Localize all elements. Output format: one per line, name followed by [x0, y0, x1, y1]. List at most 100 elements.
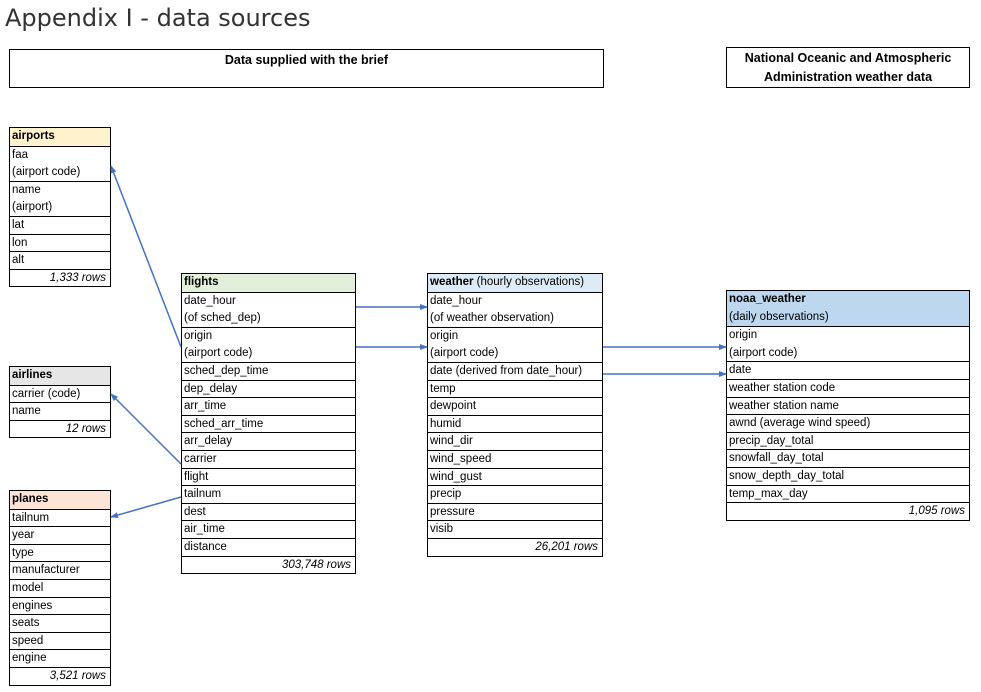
field-text: origin	[184, 329, 213, 342]
planes-name: planes	[12, 493, 49, 505]
flights-field: tailnum	[182, 485, 355, 503]
airports-table: airports faa(airport code)name(airport) la…	[9, 127, 111, 288]
planes-field: engines	[10, 596, 110, 615]
field-text: dest	[184, 505, 206, 518]
noaa_weather-field: snow_depth_day_total	[727, 466, 969, 485]
field-text: seats	[12, 617, 40, 630]
weather-subtitle: (hourly observations)	[473, 276, 585, 288]
planes-field: engine	[10, 649, 110, 667]
field-text: wind_dir	[430, 435, 473, 448]
field-text: distance	[184, 540, 227, 553]
noaa_weather-field: weather station code	[727, 378, 969, 397]
field-text: weather station name	[729, 399, 839, 412]
flights-field: carrier	[182, 449, 355, 468]
link-flights-carrier-to-airlines	[110, 393, 182, 465]
noaa_weather-field: awnd (average wind speed)	[727, 414, 969, 432]
weather-row-count: 26,201 rows	[428, 537, 602, 556]
flights-field: air_time	[182, 520, 355, 538]
airports-field: lat	[10, 215, 110, 234]
weather-field: visib	[428, 520, 602, 538]
weather-field: date (derived from date_hour)	[428, 361, 602, 380]
field-text: (of weather observation)	[430, 312, 555, 325]
field-text: engine	[12, 652, 47, 665]
field-text: date_hour	[184, 294, 236, 307]
field-text: flight	[184, 470, 209, 483]
noaa-header: National Oceanic and Atmospheric Adminis…	[726, 47, 970, 88]
field-text: (airport code)	[12, 166, 81, 179]
flights-table: flights date_hour(of sched_dep)origin (air…	[181, 273, 356, 575]
flights-field: dest	[182, 502, 355, 521]
planes-field: speed	[10, 631, 110, 650]
noaa_weather-header: noaa_weather (daily observations)	[727, 291, 969, 327]
noaa_weather-field: weather station name	[727, 396, 969, 415]
weather-field: precip	[428, 485, 602, 503]
planes-field: type	[10, 543, 110, 562]
weather-field: wind_dir	[428, 432, 602, 450]
field-text: tailnum	[12, 511, 50, 524]
flights-field: origin (airport code)	[182, 326, 355, 362]
airports-field: name(airport)	[10, 180, 110, 216]
field-text: snow_depth_day_total	[729, 469, 845, 482]
flights-field: arr_delay	[182, 432, 355, 450]
field-text: air_time	[184, 523, 225, 536]
noaa_weather-field: precip_day_total	[727, 431, 969, 450]
noaa-header-label: National Oceanic and Atmospheric Adminis…	[744, 51, 952, 84]
weather-name: weather	[430, 276, 474, 288]
airports-field: lon	[10, 233, 110, 252]
flights-field: sched_arr_time	[182, 414, 355, 433]
field-text: date	[729, 364, 752, 377]
noaa_weather-name: noaa_weather	[729, 293, 806, 305]
field-text: dewpoint	[430, 400, 477, 413]
field-text: snowfall_day_total	[729, 452, 824, 465]
field-text: arr_time	[184, 400, 227, 413]
field-text: (airport code)	[430, 347, 499, 360]
field-text: lat	[12, 218, 25, 231]
airlines-field: name	[10, 402, 110, 420]
planes-field: year	[10, 526, 110, 544]
field-text: wind_speed	[430, 452, 492, 465]
airports-row-count: 1,333 rows	[10, 268, 110, 287]
field-text: (airport code)	[729, 346, 798, 359]
field-text: (airport code)	[184, 347, 253, 360]
brief-header-label: Data supplied with the brief	[224, 53, 389, 67]
field-text: engines	[12, 599, 53, 612]
field-text: alt	[12, 254, 25, 267]
planes-field: model	[10, 578, 110, 597]
weather-field: origin (airport code)	[428, 326, 602, 362]
flights-row-count: 303,748 rows	[182, 555, 355, 574]
field-text: name	[12, 405, 41, 418]
airports-header: airports	[10, 128, 110, 146]
airports-field: faa(airport code)	[10, 145, 110, 181]
airports-field: alt	[10, 251, 110, 269]
noaa_weather-field: origin(airport code)	[727, 326, 969, 361]
weather-table: weather (hourly observations) date_hour (o…	[427, 273, 603, 557]
field-text: name	[12, 183, 41, 196]
field-text: weather station code	[729, 381, 836, 394]
field-text: speed	[12, 634, 44, 647]
flights-field: arr_time	[182, 397, 355, 415]
field-text: sched_dep_time	[184, 364, 269, 377]
field-text: year	[12, 529, 35, 542]
noaa_weather-field: snowfall_day_total	[727, 449, 969, 467]
field-text: carrier (code)	[12, 387, 81, 400]
noaa_weather-subtitle: (daily observations)	[729, 310, 829, 323]
field-text: type	[12, 546, 34, 559]
airports-name: airports	[12, 130, 55, 142]
field-text: temp	[430, 382, 456, 395]
field-text: date_hour	[430, 294, 482, 307]
field-text: origin	[430, 329, 459, 342]
weather-field: pressure	[428, 502, 602, 521]
flights-field: date_hour(of sched_dep)	[182, 291, 355, 327]
field-text: arr_delay	[184, 435, 232, 448]
flights-field: sched_dep_time	[182, 361, 355, 380]
flights-field: distance	[182, 537, 355, 556]
field-text: precip	[430, 488, 462, 501]
planes-row-count: 3,521 rows	[10, 666, 110, 685]
weather-field: date_hour (of weather observation)	[428, 291, 602, 327]
field-text: pressure	[430, 505, 475, 518]
noaa-weather-table: noaa_weather (daily observations) origin(a…	[726, 290, 970, 521]
flights-name: flights	[184, 276, 219, 288]
